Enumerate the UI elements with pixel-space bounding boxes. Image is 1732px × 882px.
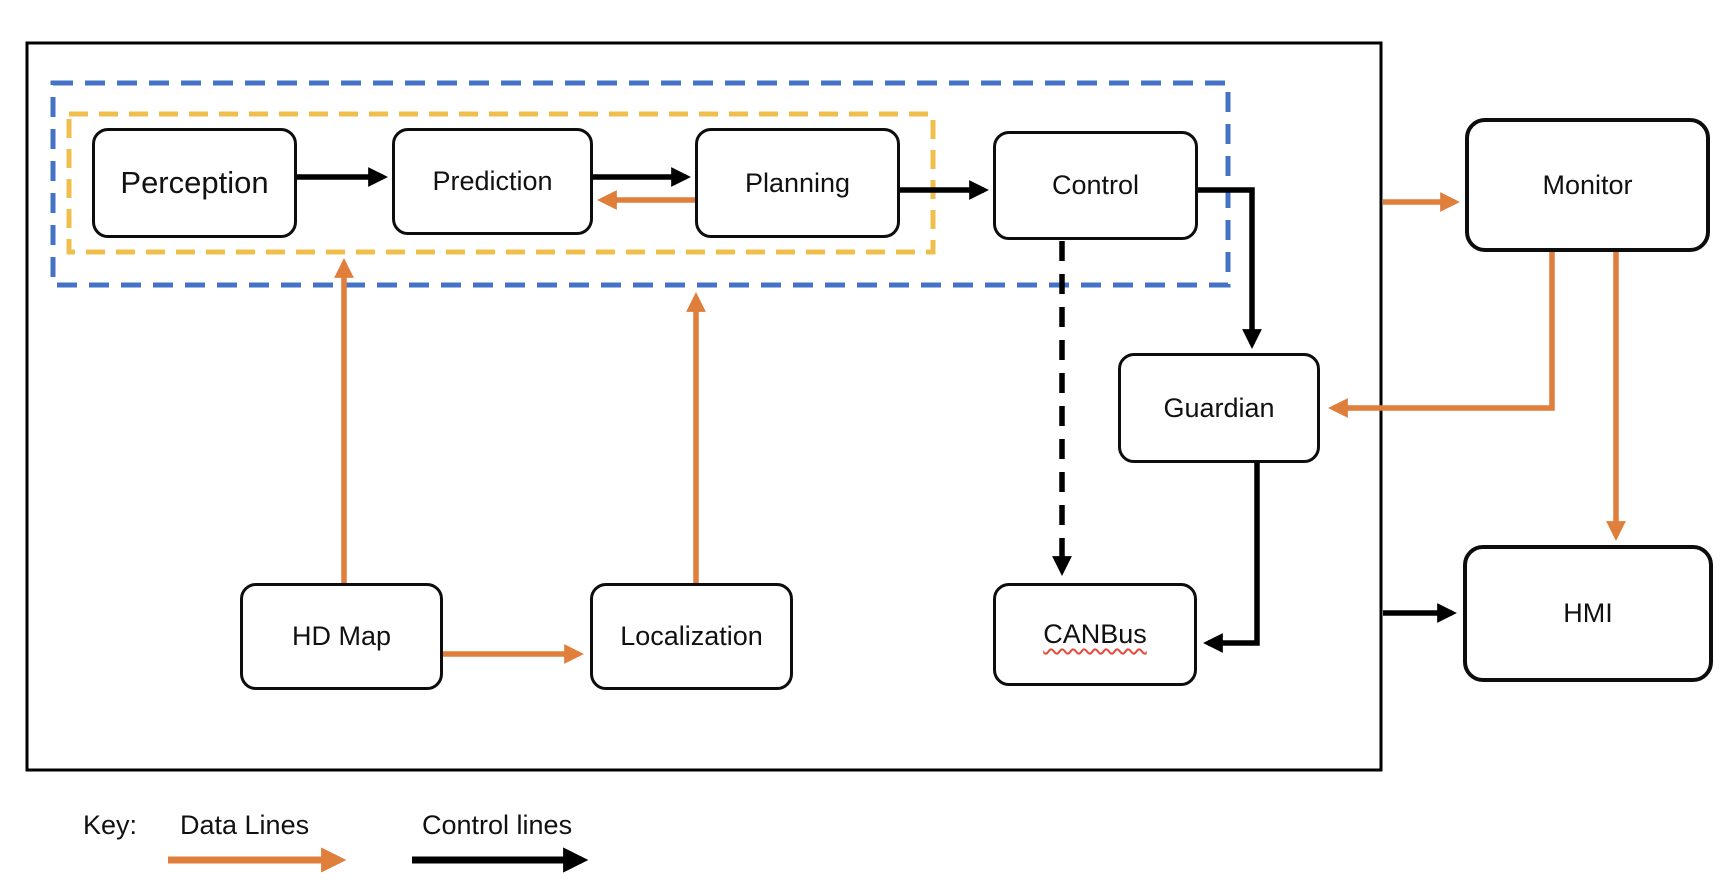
arrow-control-to-guardian — [1198, 187, 1262, 349]
module-perception: Perception — [92, 128, 297, 238]
module-canbus: CANBus — [993, 583, 1197, 686]
module-planning: Planning — [695, 128, 900, 238]
module-localization: Localization — [590, 583, 793, 690]
blue-dashed-group — [50, 80, 1231, 288]
key-control-lines-label: Control lines — [422, 810, 573, 840]
module-hmi: HMI — [1463, 545, 1713, 682]
module-monitor-label: Monitor — [1542, 169, 1633, 200]
module-planning-label: Planning — [744, 167, 851, 198]
module-control-label: Control — [1051, 170, 1140, 200]
module-guardian: Guardian — [1118, 353, 1320, 463]
arrow-guardian-to-canbus — [1203, 463, 1260, 653]
module-control: Control — [993, 131, 1198, 240]
module-hd-map-label: HD Map — [291, 621, 392, 651]
module-hmi-label: HMI — [1563, 598, 1613, 628]
arrow-monitor-to-guardian — [1328, 252, 1555, 418]
module-guardian-label: Guardian — [1163, 392, 1275, 423]
module-localization-label: Localization — [620, 621, 763, 651]
key-title: Key: — [83, 810, 138, 840]
module-prediction-label: Prediction — [432, 166, 553, 196]
module-prediction: Prediction — [392, 128, 593, 235]
key-data-lines-label: Data Lines — [180, 810, 310, 840]
module-canbus-label: CANBus — [1043, 619, 1147, 649]
module-perception-label: Perception — [120, 165, 269, 200]
module-hd-map: HD Map — [240, 583, 443, 690]
yellow-dashed-group — [66, 111, 936, 255]
module-monitor: Monitor — [1465, 118, 1710, 252]
